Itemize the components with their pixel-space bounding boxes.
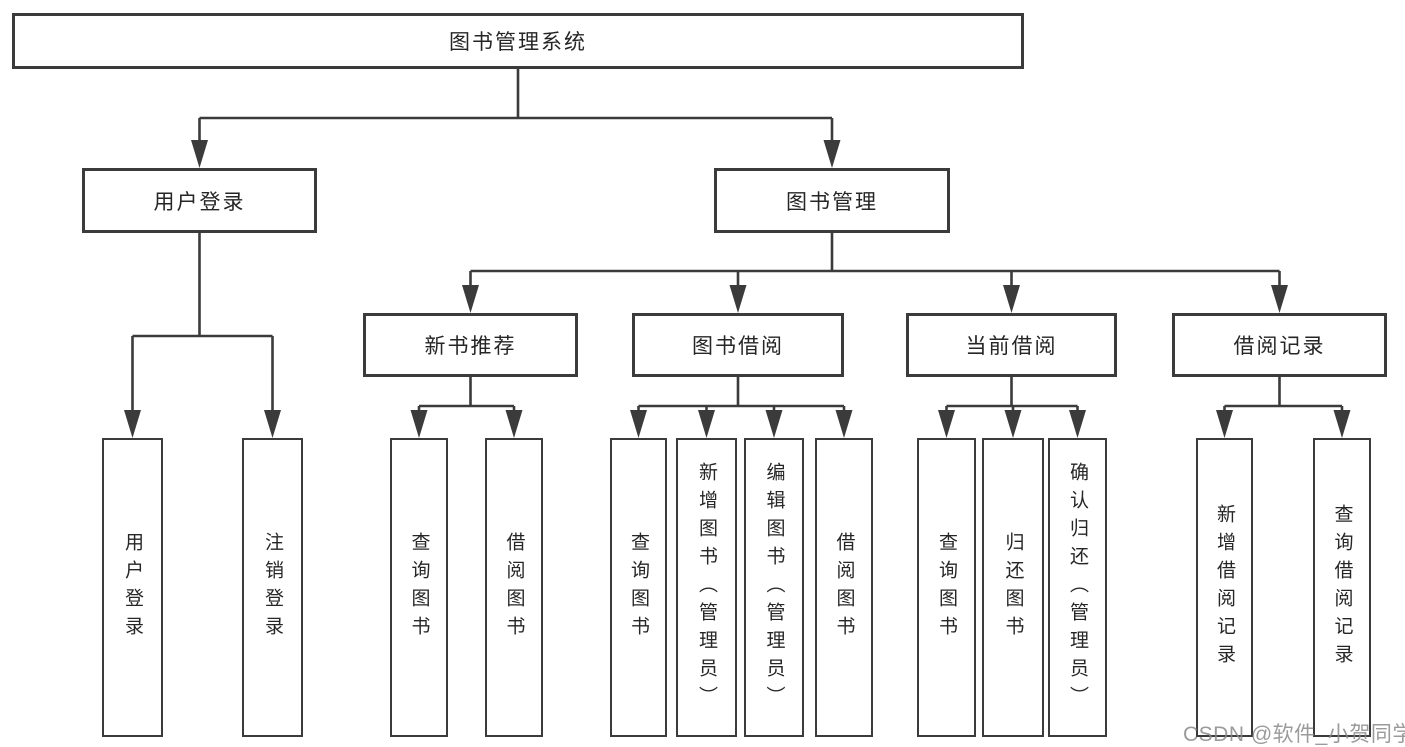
node-new-book-recommend-label: 新书推荐 (424, 335, 517, 358)
node-book-borrowing: 图书借阅 (632, 313, 844, 377)
leaf-confirm-return-admin-label: 确认归还（管理员） (1067, 461, 1088, 714)
leaf-edit-book-admin: 编辑图书（管理员） (744, 438, 804, 737)
leaf-query-borrow-record: 查询借阅记录 (1313, 438, 1371, 737)
leaf-edit-book-admin-label: 编辑图书（管理员） (763, 461, 785, 714)
leaf-return-book-label: 归还图书 (1002, 531, 1024, 644)
node-book-management: 图书管理 (714, 168, 950, 233)
leaf-borrow-books-borrow-label: 借阅图书 (833, 531, 855, 644)
leaf-add-book-admin: 新增图书（管理员） (676, 438, 737, 737)
leaf-return-book: 归还图书 (982, 438, 1044, 737)
node-library-management-system: 图书管理系统 (12, 13, 1024, 69)
leaf-add-borrow-record: 新增借阅记录 (1196, 438, 1253, 737)
leaf-borrow-books-recommend-label: 借阅图书 (503, 531, 525, 644)
leaf-query-books-borrow-label: 查询图书 (628, 531, 649, 644)
node-new-book-recommend: 新书推荐 (363, 313, 578, 377)
node-user-login-label: 用户登录 (153, 190, 246, 214)
leaf-query-books-current: 查询图书 (917, 438, 976, 737)
leaf-query-books-recommend-label: 查询图书 (408, 531, 430, 644)
leaf-query-books-recommend: 查询图书 (390, 438, 448, 737)
leaf-query-books-borrow: 查询图书 (610, 438, 667, 737)
leaf-confirm-return-admin: 确认归还（管理员） (1048, 438, 1107, 737)
leaf-user-login: 用户登录 (102, 438, 163, 737)
node-book-borrowing-label: 图书借阅 (692, 335, 784, 358)
node-borrowing-records: 借阅记录 (1172, 313, 1387, 377)
node-library-management-system-label: 图书管理系统 (449, 31, 587, 54)
leaf-add-borrow-record-label: 新增借阅记录 (1214, 503, 1235, 672)
node-current-borrowing-label: 当前借阅 (965, 335, 1058, 358)
node-user-login: 用户登录 (82, 168, 317, 233)
node-borrowing-records-label: 借阅记录 (1233, 335, 1326, 358)
leaf-borrow-books-borrow: 借阅图书 (815, 438, 873, 737)
leaf-logout-label: 注销登录 (262, 531, 283, 644)
csdn-watermark: CSDN @软件_小贺同学 (1183, 723, 1405, 746)
node-current-borrowing: 当前借阅 (906, 313, 1117, 377)
leaf-add-book-admin-label: 新增图书（管理员） (696, 461, 717, 714)
leaf-query-borrow-record-label: 查询借阅记录 (1331, 503, 1353, 672)
leaf-user-login-label: 用户登录 (122, 531, 143, 644)
leaf-borrow-books-recommend: 借阅图书 (485, 438, 543, 737)
node-book-management-label: 图书管理 (786, 190, 878, 214)
leaf-logout: 注销登录 (242, 438, 303, 737)
leaf-query-books-current-label: 查询图书 (936, 531, 957, 644)
